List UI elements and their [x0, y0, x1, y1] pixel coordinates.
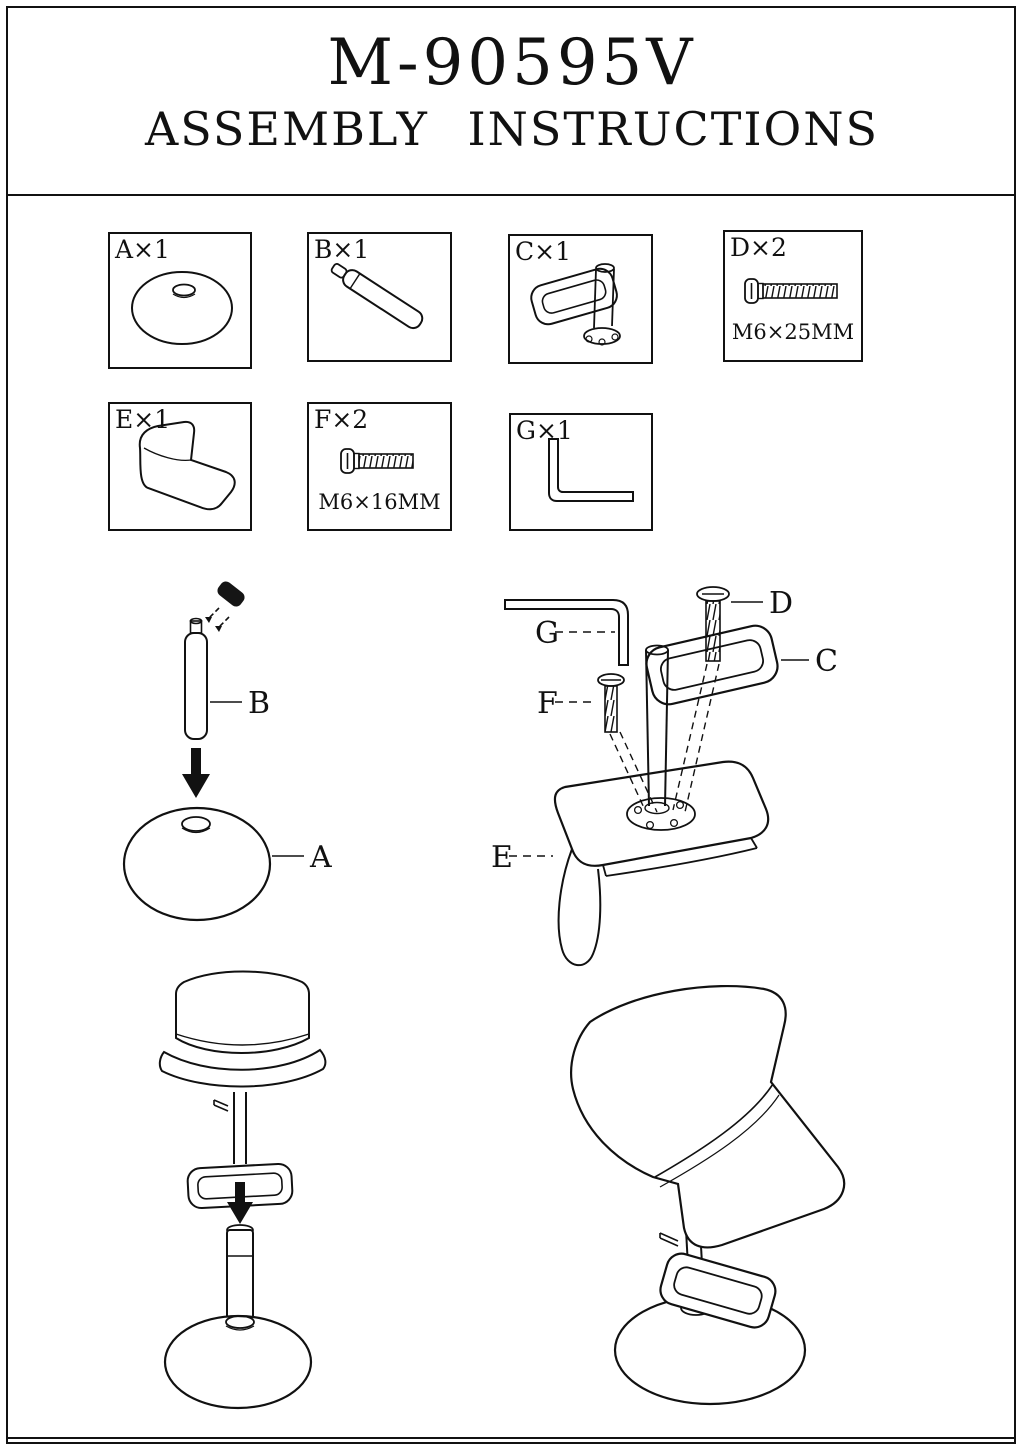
page-subtitle: ASSEMBLY INSTRUCTIONS [144, 102, 880, 157]
part-d-spec: M6×25MM [731, 320, 855, 344]
part-f-label: F×2 [314, 405, 369, 434]
callout-b: B [248, 686, 270, 721]
seat-perspective-drawing [570, 984, 846, 1249]
cap-drawing [217, 581, 245, 607]
part-f-screw-drawing [340, 448, 414, 474]
part-b-gaslift-drawing [330, 263, 424, 330]
part-e-seat-drawing [138, 420, 236, 511]
header-divider-line [8, 194, 1016, 196]
part-a-base-drawing [131, 271, 233, 345]
callout-c: C [815, 644, 838, 679]
step1-diagram: B A [122, 581, 332, 922]
part-box-g: G×1 [509, 413, 653, 531]
part-a-label: A×1 [115, 235, 170, 264]
part-box-e: E×1 [108, 402, 252, 531]
part-b-label: B×1 [314, 235, 370, 264]
step2-diagram: G C D F [491, 586, 838, 966]
callout-f: F [537, 686, 558, 721]
allen-key-drawing [504, 599, 629, 666]
part-c-label: C×1 [515, 237, 571, 266]
part-d-label: D×2 [730, 233, 787, 262]
header: M-90595V ASSEMBLY INSTRUCTIONS [8, 10, 1016, 153]
part-box-b: B×1 [307, 232, 452, 362]
assembled-stool-diagram [570, 984, 846, 1406]
part-g-label: G×1 [516, 416, 573, 445]
part-box-f: F×2 M6×16MM [307, 402, 452, 531]
footrest-perspective-drawing [659, 1252, 777, 1329]
part-c-footrest-drawing [530, 263, 621, 346]
stool-insert-diagram [158, 970, 327, 1410]
down-arrow [182, 748, 210, 798]
insert-arrow [227, 1182, 253, 1224]
backrest-flap-drawing [557, 848, 602, 966]
callout-d: D [769, 586, 793, 621]
callout-a: A [309, 840, 332, 875]
part-box-c: C×1 [508, 234, 653, 364]
footer-line [8, 1437, 1016, 1439]
part-g-allen-key-drawing [548, 438, 634, 502]
part-box-d: D×2 M6×25MM [723, 230, 863, 362]
callout-g: G [535, 616, 559, 651]
model-title: M-90595V [327, 26, 697, 100]
seat-front-drawing [175, 970, 310, 1054]
callout-e: E [491, 840, 513, 875]
part-box-a: A×1 [108, 232, 252, 369]
part-e-label: E×1 [115, 405, 171, 434]
part-f-spec: M6×16MM [318, 490, 441, 514]
part-d-screw-drawing [744, 278, 838, 304]
